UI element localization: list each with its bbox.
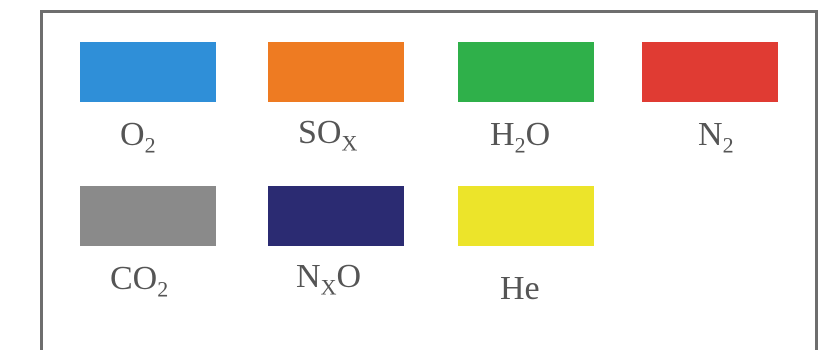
label-co2: CO2 [110, 260, 168, 301]
label-he: He [500, 272, 540, 306]
label-nxo-sub: X [320, 274, 337, 300]
label-nxo-tail: O [336, 258, 362, 295]
swatch-nxo [268, 186, 404, 246]
label-h2o-base: H [490, 116, 515, 153]
label-h2o: H2O [490, 116, 551, 157]
label-sox: SOX [298, 114, 357, 155]
label-he-base: He [500, 270, 540, 307]
label-sox-base: SO [298, 114, 342, 151]
swatch-sox [268, 42, 404, 102]
label-h2o-sub: 2 [514, 132, 526, 158]
swatch-h2o [458, 42, 594, 102]
swatch-o2 [80, 42, 216, 102]
label-h2o-tail: O [525, 116, 551, 153]
label-nxo: NXO [296, 258, 362, 299]
label-o2-sub: 2 [144, 132, 156, 158]
swatch-co2 [80, 186, 216, 246]
label-o2: O2 [120, 116, 156, 157]
swatch-n2 [642, 42, 778, 102]
swatch-he [458, 186, 594, 246]
label-n2: N2 [698, 116, 734, 157]
label-co2-sub: 2 [157, 276, 169, 302]
label-sox-sub: X [341, 130, 358, 156]
label-nxo-base: N [296, 258, 321, 295]
label-o2-base: O [120, 116, 145, 153]
legend-box [40, 10, 818, 350]
label-n2-sub: 2 [722, 132, 734, 158]
label-co2-base: CO [110, 260, 158, 297]
label-n2-base: N [698, 116, 723, 153]
